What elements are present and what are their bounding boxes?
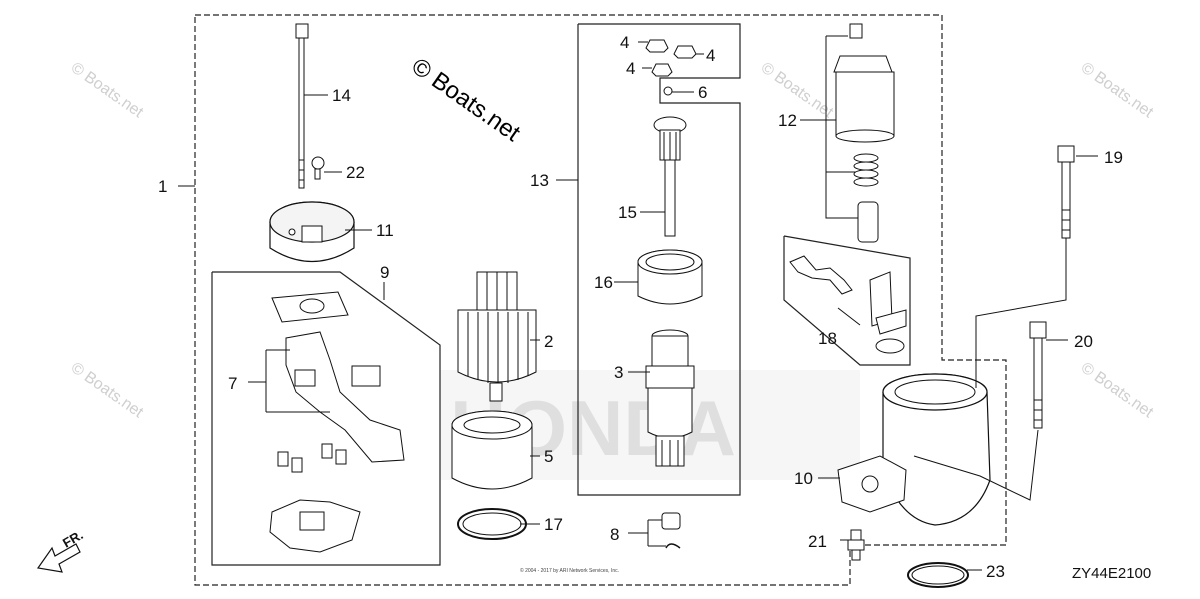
housing-bolt xyxy=(1029,321,1047,429)
callout-16: 16 xyxy=(594,273,613,292)
callout-10: 10 xyxy=(794,469,813,488)
assembly-border xyxy=(194,14,1007,586)
drive-group-border xyxy=(577,23,741,496)
callout-1: 1 xyxy=(158,177,167,196)
collar-and-clip xyxy=(661,512,681,549)
steel-ball xyxy=(663,86,673,96)
holder-group-border xyxy=(783,235,911,366)
callout-15: 15 xyxy=(618,203,637,222)
callout-14: 14 xyxy=(332,86,351,105)
callout-20: 20 xyxy=(1074,332,1093,351)
faint-watermark-1: © Boats.net xyxy=(68,59,147,121)
callout-11: 11 xyxy=(376,221,394,240)
callout-2: 2 xyxy=(544,332,553,351)
callout-19: 19 xyxy=(1104,148,1123,167)
plunger-spring xyxy=(853,153,879,187)
callout-4a: 4 xyxy=(620,33,629,52)
callout-6: 6 xyxy=(698,83,707,102)
o-ring xyxy=(907,562,969,588)
seal-ring xyxy=(457,508,527,540)
faint-watermark-3: © Boats.net xyxy=(1078,59,1157,121)
callout-4c: 4 xyxy=(626,59,635,78)
callout-4b: 4 xyxy=(706,46,715,65)
diagram-code: ZY44E2100 xyxy=(1072,565,1151,582)
callout-9: 9 xyxy=(380,263,389,282)
brush-holder-base xyxy=(269,499,361,553)
solenoid xyxy=(833,23,895,143)
copyright-text: © 2004 - 2017 by ARI Network Services, I… xyxy=(520,567,619,574)
callout-5: 5 xyxy=(544,447,553,466)
shift-lever xyxy=(789,255,853,295)
callout-17: 17 xyxy=(544,515,563,534)
drive-housing xyxy=(837,373,991,526)
small-bolt xyxy=(847,529,865,561)
leader-lines xyxy=(178,35,1098,571)
callout-21: 21 xyxy=(808,532,827,551)
brush-plate xyxy=(271,291,349,323)
callout-8: 8 xyxy=(610,525,619,544)
callout-22: 22 xyxy=(346,163,365,182)
callout-23: 23 xyxy=(986,562,1005,581)
brush-holder xyxy=(285,331,405,463)
callout-7: 7 xyxy=(228,374,237,393)
callout-18: 18 xyxy=(818,329,837,348)
end-cover xyxy=(269,201,355,263)
lever-holder xyxy=(869,271,907,354)
through-bolt xyxy=(295,23,309,189)
faint-watermark-4: © Boats.net xyxy=(1078,359,1157,421)
callout-labels: 1 2 3 4 4 4 5 6 7 8 9 10 11 12 13 14 15 … xyxy=(158,33,1123,581)
brush-springs xyxy=(277,443,347,473)
drive-shaft xyxy=(653,116,687,237)
front-arrow-label: FR. xyxy=(60,527,86,550)
callout-12: 12 xyxy=(778,111,797,130)
watermark: © Boats.net xyxy=(407,53,526,147)
nuts xyxy=(645,39,697,77)
yoke xyxy=(451,410,533,490)
faint-watermarks: © Boats.net © Boats.net © Boats.net © Bo… xyxy=(68,59,1157,421)
faint-watermark-2: © Boats.net xyxy=(68,359,147,421)
faint-watermark-5: © Boats.net xyxy=(758,59,837,121)
solenoid-bolt xyxy=(1057,145,1075,239)
screw xyxy=(311,156,325,180)
front-arrow-icon: FR. xyxy=(36,527,86,573)
internal-gear xyxy=(637,249,703,305)
pinion-clutch xyxy=(645,329,695,467)
brush-group-border xyxy=(211,271,441,566)
callout-3: 3 xyxy=(614,363,623,382)
armature xyxy=(457,271,537,402)
callout-13: 13 xyxy=(530,171,549,190)
plunger xyxy=(857,201,879,243)
